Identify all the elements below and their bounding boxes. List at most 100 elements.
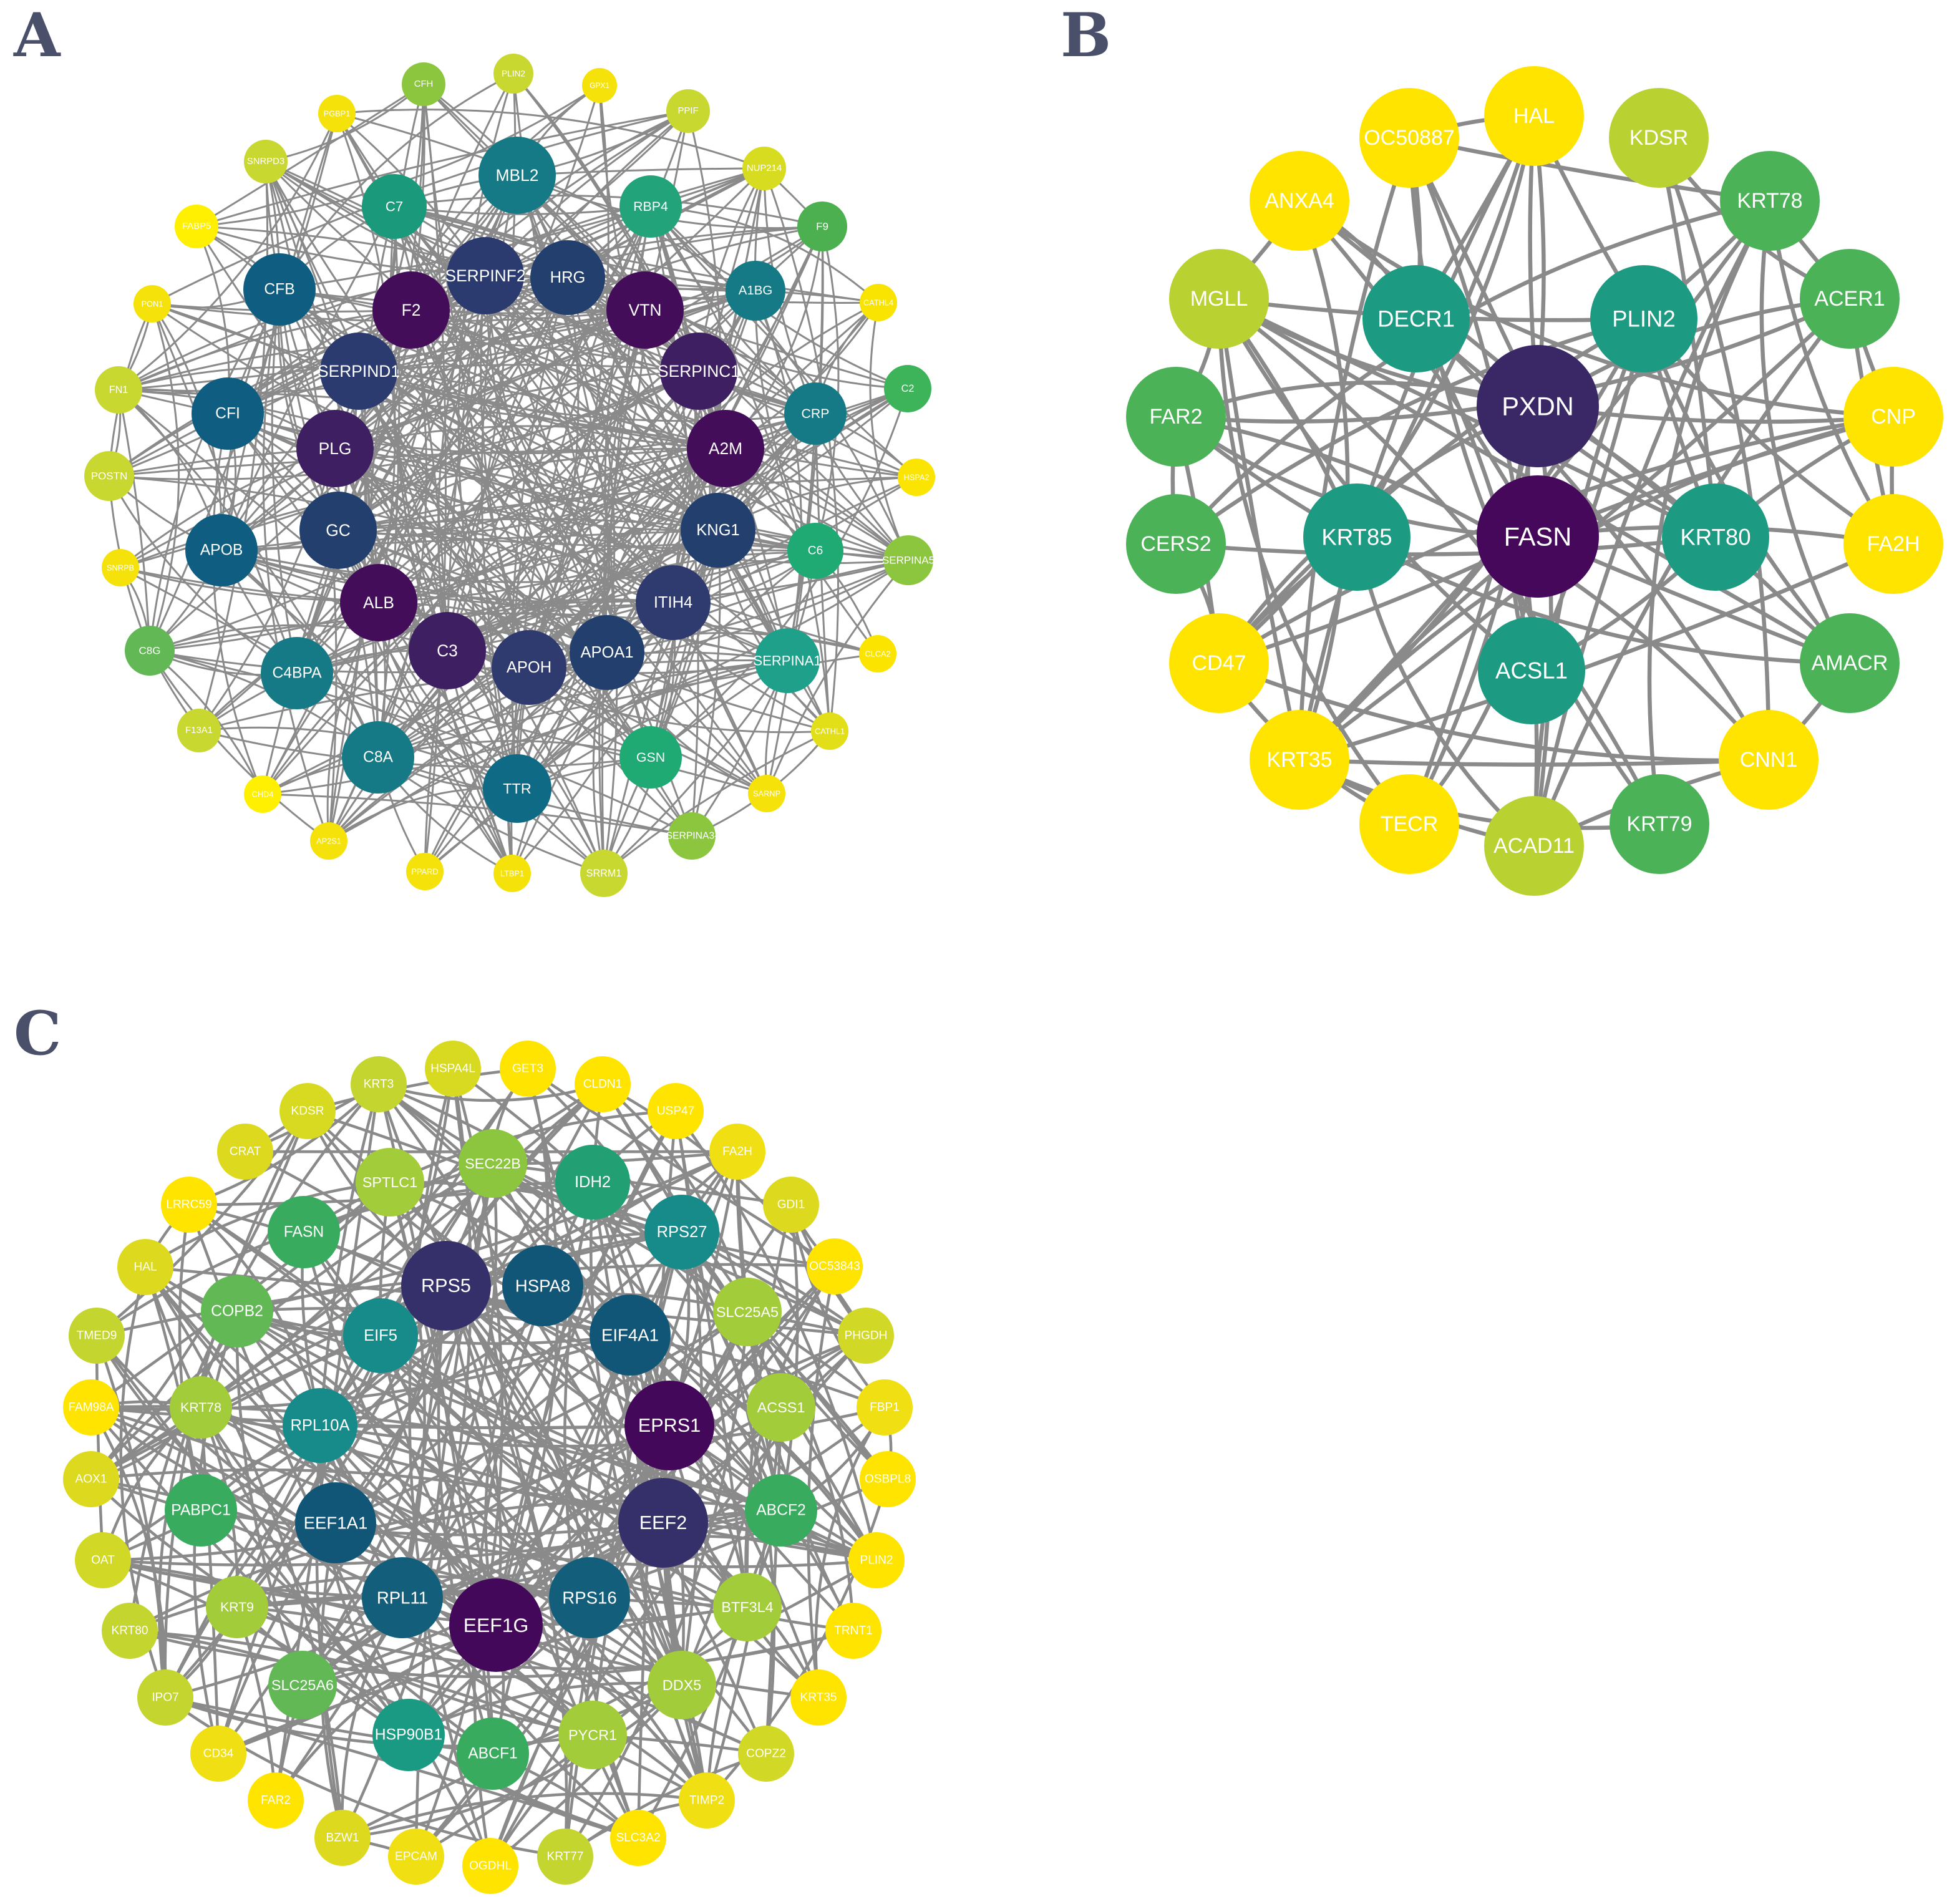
network-node[interactable]: PPIF: [666, 89, 710, 133]
network-node[interactable]: AOX1: [63, 1451, 119, 1507]
network-node[interactable]: RPL11: [362, 1557, 443, 1638]
network-node[interactable]: HSPA8: [502, 1245, 583, 1326]
network-node[interactable]: C8A: [342, 721, 414, 794]
network-node[interactable]: CNP: [1843, 367, 1943, 467]
network-node[interactable]: SNRPD3: [244, 140, 288, 183]
network-node[interactable]: C8G: [125, 626, 175, 676]
network-node[interactable]: KRT78: [170, 1376, 232, 1439]
network-node[interactable]: KNG1: [681, 493, 755, 568]
network-node[interactable]: CD47: [1169, 613, 1269, 713]
network-node[interactable]: CRAT: [217, 1124, 273, 1180]
network-node[interactable]: FAM98A: [63, 1379, 119, 1435]
network-node[interactable]: PLIN2: [1590, 265, 1697, 372]
network-node[interactable]: PLIN2: [493, 54, 533, 94]
network-node[interactable]: SERPIND1: [318, 333, 400, 410]
network-node[interactable]: SERPINF2: [445, 237, 526, 314]
network-node[interactable]: FAR2: [1126, 367, 1226, 467]
network-node[interactable]: CFB: [243, 253, 316, 326]
network-node[interactable]: SERPINA5: [882, 535, 935, 585]
network-node[interactable]: CATHL4: [860, 284, 897, 321]
network-node[interactable]: COPZ2: [738, 1726, 794, 1782]
network-node[interactable]: FN1: [95, 366, 142, 414]
network-node[interactable]: FBP1: [857, 1379, 913, 1435]
network-node[interactable]: FASN: [268, 1196, 340, 1268]
network-node[interactable]: SPTLC1: [356, 1148, 424, 1217]
network-node[interactable]: KRT80: [1662, 483, 1769, 591]
network-node[interactable]: ABCF1: [457, 1717, 529, 1790]
network-node[interactable]: A1BG: [726, 261, 785, 321]
network-node[interactable]: NUP214: [742, 147, 786, 190]
network-node[interactable]: MBL2: [478, 137, 556, 214]
network-node[interactable]: KRT85: [1303, 483, 1411, 591]
network-node[interactable]: KRT79: [1610, 774, 1709, 874]
network-node[interactable]: TMED9: [69, 1308, 125, 1364]
network-node[interactable]: RPS5: [401, 1241, 491, 1331]
network-node[interactable]: HRG: [530, 240, 605, 315]
network-node[interactable]: KRT80: [102, 1603, 158, 1659]
network-node[interactable]: LTBP1: [493, 855, 531, 892]
network-node[interactable]: EIF4A1: [590, 1294, 671, 1376]
network-node[interactable]: EPRS1: [624, 1381, 714, 1470]
network-node[interactable]: HSPA4L: [425, 1041, 481, 1097]
network-node[interactable]: OC50887: [1359, 88, 1459, 188]
network-node[interactable]: F2: [372, 271, 450, 349]
network-node[interactable]: CRP: [784, 382, 847, 445]
network-node[interactable]: COPB2: [201, 1275, 273, 1348]
network-node[interactable]: FABP5: [175, 205, 218, 248]
network-node[interactable]: ALB: [340, 564, 417, 641]
network-node[interactable]: PXDN: [1477, 345, 1599, 467]
network-node[interactable]: HAL: [1484, 66, 1584, 166]
network-node[interactable]: OAT: [75, 1532, 131, 1588]
network-node[interactable]: CLCA2: [859, 635, 896, 673]
network-node[interactable]: TECR: [1359, 774, 1459, 874]
network-node[interactable]: PON1: [134, 285, 171, 323]
network-node[interactable]: SARNP: [748, 775, 785, 812]
network-node[interactable]: F9: [797, 202, 847, 251]
network-node[interactable]: CHD4: [244, 775, 281, 813]
network-node[interactable]: IPO7: [137, 1669, 193, 1726]
network-node[interactable]: GET3: [500, 1041, 556, 1097]
network-node[interactable]: EPCAM: [388, 1829, 444, 1885]
network-node[interactable]: HAL: [117, 1239, 173, 1295]
network-node[interactable]: OC53843: [807, 1238, 863, 1294]
network-node[interactable]: SLC25A6: [268, 1651, 337, 1719]
network-node[interactable]: A2M: [687, 410, 764, 487]
network-node[interactable]: ACAD11: [1484, 796, 1584, 896]
network-node[interactable]: CD34: [190, 1726, 246, 1782]
network-node[interactable]: KRT77: [537, 1829, 593, 1885]
network-node[interactable]: PLG: [296, 410, 374, 487]
network-node[interactable]: OGDHL: [462, 1838, 518, 1894]
network-node[interactable]: APOB: [185, 514, 258, 586]
network-node[interactable]: PHGDH: [838, 1308, 894, 1364]
network-node[interactable]: ITIH4: [636, 565, 711, 640]
network-node[interactable]: DECR1: [1362, 265, 1470, 372]
network-node[interactable]: KRT3: [351, 1056, 407, 1112]
network-node[interactable]: EEF2: [618, 1478, 708, 1568]
network-node[interactable]: APOA1: [570, 615, 644, 690]
network-node[interactable]: AP2S1: [310, 822, 347, 860]
network-node[interactable]: KRT35: [790, 1669, 847, 1726]
network-node[interactable]: TRNT1: [825, 1603, 881, 1659]
network-node[interactable]: PLIN2: [848, 1532, 905, 1588]
network-node[interactable]: HSP90B1: [372, 1699, 445, 1771]
network-node[interactable]: SNRPB: [102, 549, 139, 586]
network-node[interactable]: SERPINA3-: [666, 812, 718, 860]
network-node[interactable]: KDSR: [1609, 88, 1709, 188]
network-node[interactable]: RPS27: [644, 1195, 719, 1270]
network-node[interactable]: VTN: [606, 271, 684, 349]
network-node[interactable]: EIF5: [343, 1298, 418, 1373]
network-node[interactable]: FA2H: [709, 1124, 765, 1180]
network-node[interactable]: USP47: [648, 1083, 704, 1139]
network-node[interactable]: ABCF2: [745, 1474, 817, 1547]
network-node[interactable]: PABPC1: [165, 1474, 237, 1547]
network-node[interactable]: POSTN: [84, 451, 134, 501]
network-node[interactable]: RPS16: [549, 1557, 630, 1638]
network-node[interactable]: HSPA2: [898, 459, 935, 496]
network-node[interactable]: EEF1A1: [295, 1482, 376, 1563]
network-node[interactable]: C4BPA: [261, 637, 333, 709]
network-node[interactable]: BZW1: [314, 1810, 371, 1866]
network-node[interactable]: ANXA4: [1250, 151, 1349, 251]
network-node[interactable]: TTR: [483, 754, 551, 823]
network-node[interactable]: APOH: [492, 630, 566, 705]
network-node[interactable]: IDH2: [555, 1145, 630, 1220]
